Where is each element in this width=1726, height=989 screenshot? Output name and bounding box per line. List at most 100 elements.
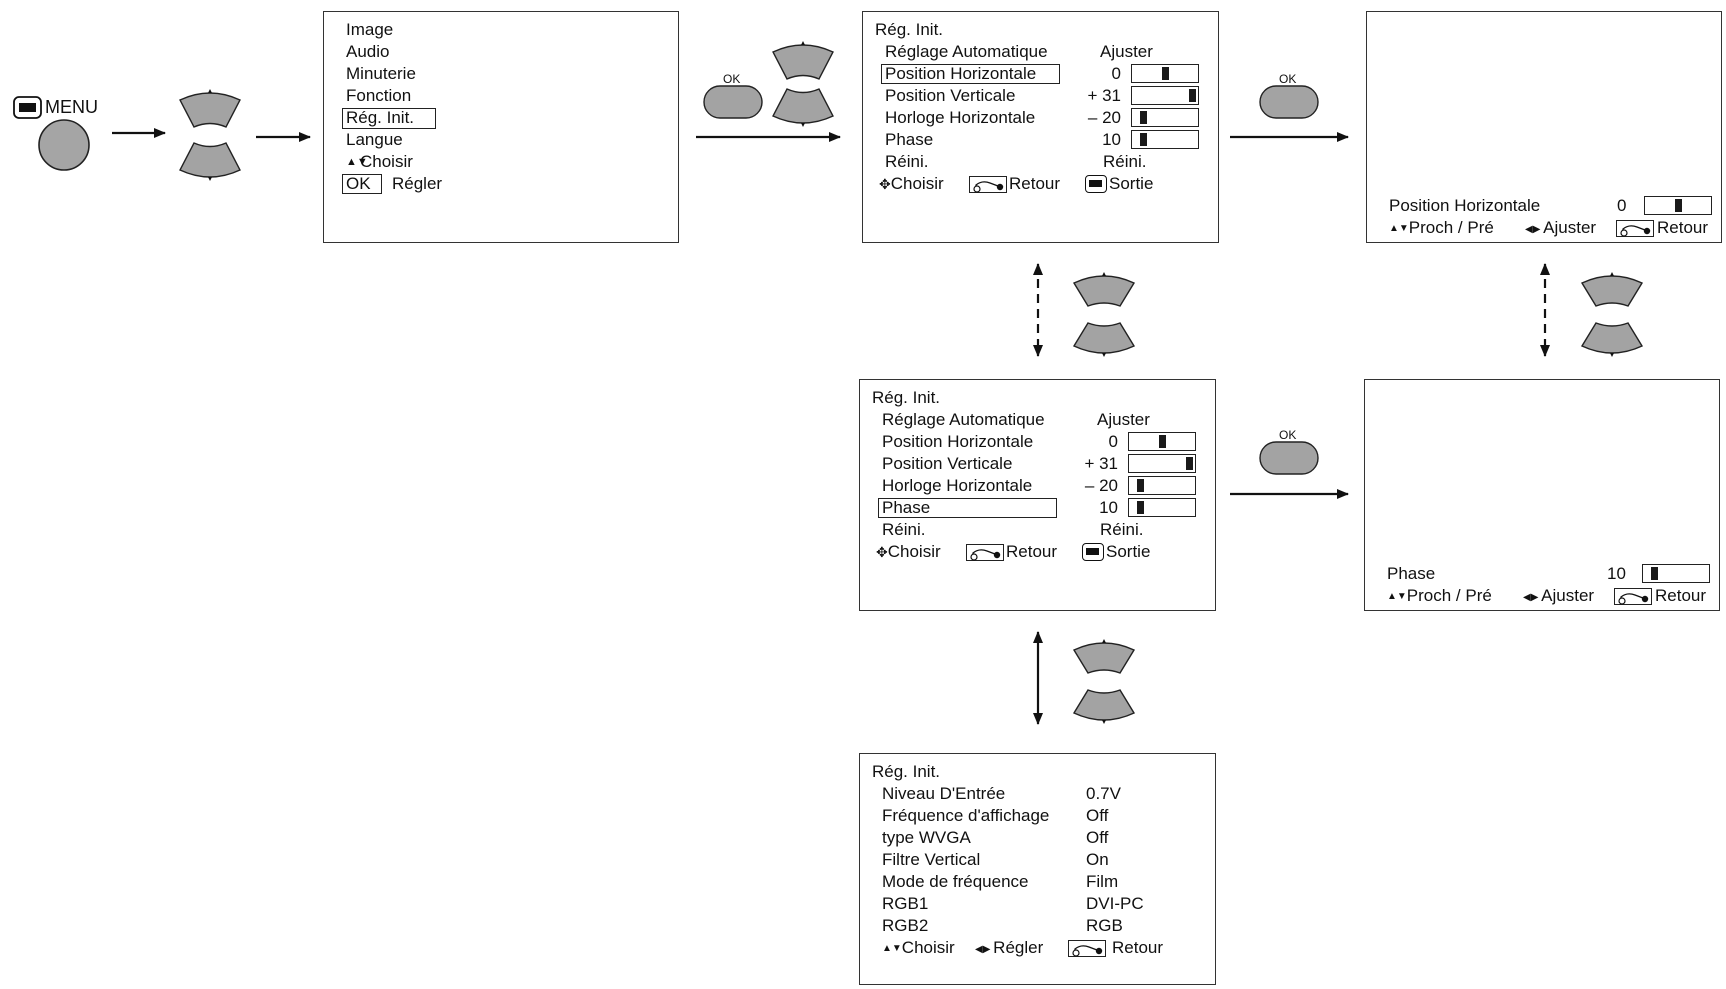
up-down-icon: ▲▼ xyxy=(1389,223,1409,234)
row-label-reset[interactable]: Réini. xyxy=(885,152,929,171)
row-label-auto[interactable]: Réglage Automatique xyxy=(885,42,1048,61)
adjust-slider-fill xyxy=(1675,199,1682,212)
slider-pos-v-fill xyxy=(1189,89,1196,102)
footer-back: Retour xyxy=(1657,218,1709,237)
slider-phase-fill xyxy=(1140,133,1147,146)
adjust-slider[interactable] xyxy=(1644,196,1712,215)
row-value-freq-mode: Film xyxy=(1086,872,1119,891)
init-menu-2-title: Rég. Init. xyxy=(872,762,941,781)
row-label-pos-h[interactable]: Position Horizontale xyxy=(885,64,1037,83)
nav-up-down-buttons-2[interactable] xyxy=(772,41,834,127)
menu-selection-highlight xyxy=(342,108,436,129)
ok-key-frame xyxy=(342,174,382,194)
row-value-auto: Ajuster xyxy=(1097,410,1150,429)
row-value-vertical-filter: On xyxy=(1086,850,1109,869)
footer-exit: Sortie xyxy=(1109,174,1154,193)
adjust-slider[interactable] xyxy=(1642,564,1710,583)
slider-pos-v[interactable] xyxy=(1128,454,1196,473)
four-way-icon: ✥ xyxy=(876,544,888,560)
menu-label: MENU xyxy=(45,97,98,117)
up-down-icon: ▲▼ xyxy=(346,156,368,168)
row-value-clock: – 20 xyxy=(1087,108,1121,127)
left-right-icon: ◀▶ xyxy=(1525,224,1544,235)
slider-pos-v-fill xyxy=(1186,457,1193,470)
menu-item-langue[interactable]: Langue xyxy=(346,130,403,149)
row-value-wvga: Off xyxy=(1086,828,1109,847)
row-selection-highlight xyxy=(881,64,1060,84)
row-label-pos-v[interactable]: Position Verticale xyxy=(885,86,1016,105)
footer-back: Retour xyxy=(1009,174,1061,193)
row-label-rgb1[interactable]: RGB1 xyxy=(882,894,929,913)
row-label-vertical-filter[interactable]: Filtre Vertical xyxy=(882,850,981,869)
menu-button[interactable] xyxy=(38,119,90,171)
init-menu-title: Rég. Init. xyxy=(875,20,944,39)
footer-back: Retour xyxy=(1006,542,1058,561)
row-selection-highlight xyxy=(878,498,1057,518)
adjust-label: Phase xyxy=(1387,564,1436,583)
row-value-pos-v: + 31 xyxy=(1084,454,1118,473)
row-label-reset[interactable]: Réini. xyxy=(882,520,926,539)
main-menu-choose-hint: ▲▼ xyxy=(346,152,368,174)
ok-label-1: OK xyxy=(723,72,741,86)
row-value-clock: – 20 xyxy=(1084,476,1118,495)
slider-phase[interactable] xyxy=(1131,130,1199,149)
menu-item-minuterie[interactable]: Minuterie xyxy=(346,64,416,83)
slider-pos-h-fill xyxy=(1159,435,1166,448)
footer-choose: ✥Choisir xyxy=(879,174,944,193)
menu-item-fonction[interactable]: Fonction xyxy=(346,86,412,105)
ok-action-label: Régler xyxy=(392,174,443,193)
ok-button-3[interactable] xyxy=(1259,441,1319,475)
slider-pos-h-fill xyxy=(1162,67,1169,80)
menu-item-image[interactable]: Image xyxy=(346,20,394,39)
row-value-pos-h: 0 xyxy=(1108,432,1118,451)
footer-adjust: ◀▶ Ajuster xyxy=(1523,586,1595,605)
init-menu-page2-screen: Rég. Init. Niveau D'Entrée 0.7V Fréquenc… xyxy=(859,753,1216,985)
return-icon xyxy=(969,176,1007,193)
footer-exit: Sortie xyxy=(1106,542,1151,561)
slider-clock[interactable] xyxy=(1128,476,1196,495)
init-menu-screen-b: Rég. Init. Réglage Automatique Ajuster P… xyxy=(859,379,1216,611)
footer-next-prev: ▲▼Proch / Pré xyxy=(1387,586,1492,605)
row-label-wvga[interactable]: type WVGA xyxy=(882,828,971,847)
row-value-phase: 10 xyxy=(1099,498,1118,517)
row-label-auto[interactable]: Réglage Automatique xyxy=(882,410,1045,429)
main-menu-screen: Image Audio Minuterie Fonction Rég. Init… xyxy=(323,11,679,243)
nav-up-down-buttons-5[interactable] xyxy=(1072,639,1136,724)
adjust-slider-fill xyxy=(1651,567,1658,580)
slider-phase[interactable] xyxy=(1128,498,1196,517)
row-label-freq-mode[interactable]: Mode de fréquence xyxy=(882,872,1029,891)
footer-choose: ✥Choisir xyxy=(876,542,941,561)
adjust-value: 0 xyxy=(1617,196,1627,215)
row-label-rgb2[interactable]: RGB2 xyxy=(882,916,929,935)
left-right-icon: ◀▶ xyxy=(1523,592,1542,603)
row-value-rgb1: DVI-PC xyxy=(1086,894,1144,913)
four-way-icon: ✥ xyxy=(879,176,891,192)
adjust-value: 10 xyxy=(1607,564,1626,583)
row-label-input-level[interactable]: Niveau D'Entrée xyxy=(882,784,1006,803)
nav-up-down-buttons[interactable] xyxy=(179,89,241,181)
row-value-display-freq: Off xyxy=(1086,806,1109,825)
ok-button-2[interactable] xyxy=(1259,85,1319,119)
nav-up-down-buttons-3[interactable] xyxy=(1072,272,1136,357)
slider-clock[interactable] xyxy=(1131,108,1199,127)
slider-pos-v[interactable] xyxy=(1131,86,1199,105)
slider-pos-h[interactable] xyxy=(1131,64,1199,83)
adjust-pos-h-screen: Position Horizontale 0 ▲▼Proch / Pré ◀▶ … xyxy=(1366,11,1722,243)
slider-pos-h[interactable] xyxy=(1128,432,1196,451)
row-label-pos-h[interactable]: Position Horizontale xyxy=(882,432,1034,451)
menu-item-reg-init[interactable]: Rég. Init. xyxy=(346,108,415,127)
nav-up-down-buttons-4[interactable] xyxy=(1580,272,1644,357)
footer-next-prev: ▲▼Proch / Pré xyxy=(1389,218,1494,237)
row-label-pos-v[interactable]: Position Verticale xyxy=(882,454,1013,473)
adjust-phase-screen: Phase 10 ▲▼Proch / Pré ◀▶ Ajuster Retour xyxy=(1364,379,1720,611)
row-label-clock[interactable]: Horloge Horizontale xyxy=(882,476,1033,495)
row-label-phase[interactable]: Phase xyxy=(885,130,934,149)
row-label-phase[interactable]: Phase xyxy=(882,498,931,517)
ok-button-1[interactable] xyxy=(703,85,763,119)
row-label-display-freq[interactable]: Fréquence d'affichage xyxy=(882,806,1050,825)
row-label-clock[interactable]: Horloge Horizontale xyxy=(885,108,1036,127)
ok-label-2: OK xyxy=(1279,72,1297,86)
menu-item-audio[interactable]: Audio xyxy=(346,42,390,61)
